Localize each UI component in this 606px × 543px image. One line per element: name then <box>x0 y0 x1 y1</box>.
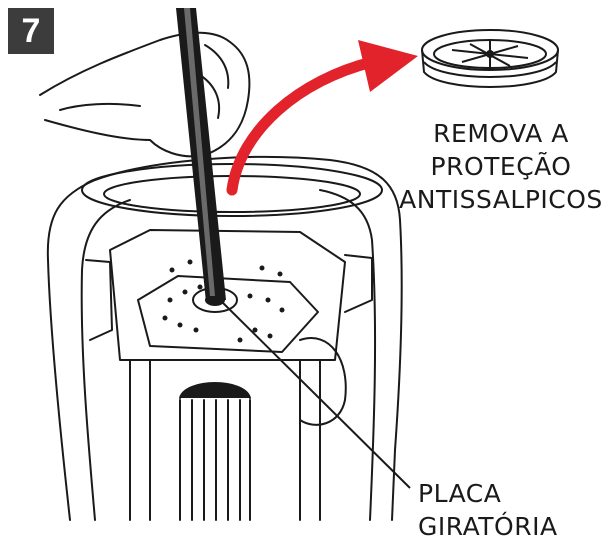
splash-guard-label-line1: REMOVA A <box>433 119 569 148</box>
splash-guard <box>421 29 559 88</box>
splash-guard-label-line2: PROTEÇÃO <box>430 152 572 181</box>
turntable-label-line1: PLACA <box>418 479 502 508</box>
side-bracket <box>85 259 113 341</box>
grinding-chamber <box>109 229 346 361</box>
splash-guard-label-line3: ANTISSALPICOS <box>399 185 603 214</box>
turntable-label-line2: GIRATÓRIA <box>418 512 558 541</box>
motor-cylinder <box>179 399 251 521</box>
housing-inner-right <box>319 189 377 521</box>
opening-rim <box>81 163 383 217</box>
chamber-supports <box>129 359 321 521</box>
housing-inner-left <box>80 199 131 521</box>
turntable-plate-shape <box>137 275 319 353</box>
leader-line-turntable <box>217 297 411 489</box>
hand <box>39 31 251 158</box>
drain-outlet <box>299 337 347 426</box>
step-number-badge: 7 <box>8 8 54 54</box>
curved-arrow-icon <box>226 56 378 196</box>
turntable-callout: PLACA GIRATÓRIA <box>418 477 588 543</box>
splash-guard-callout: REMOVA A PROTEÇÃO ANTISSALPICOS <box>398 117 604 216</box>
